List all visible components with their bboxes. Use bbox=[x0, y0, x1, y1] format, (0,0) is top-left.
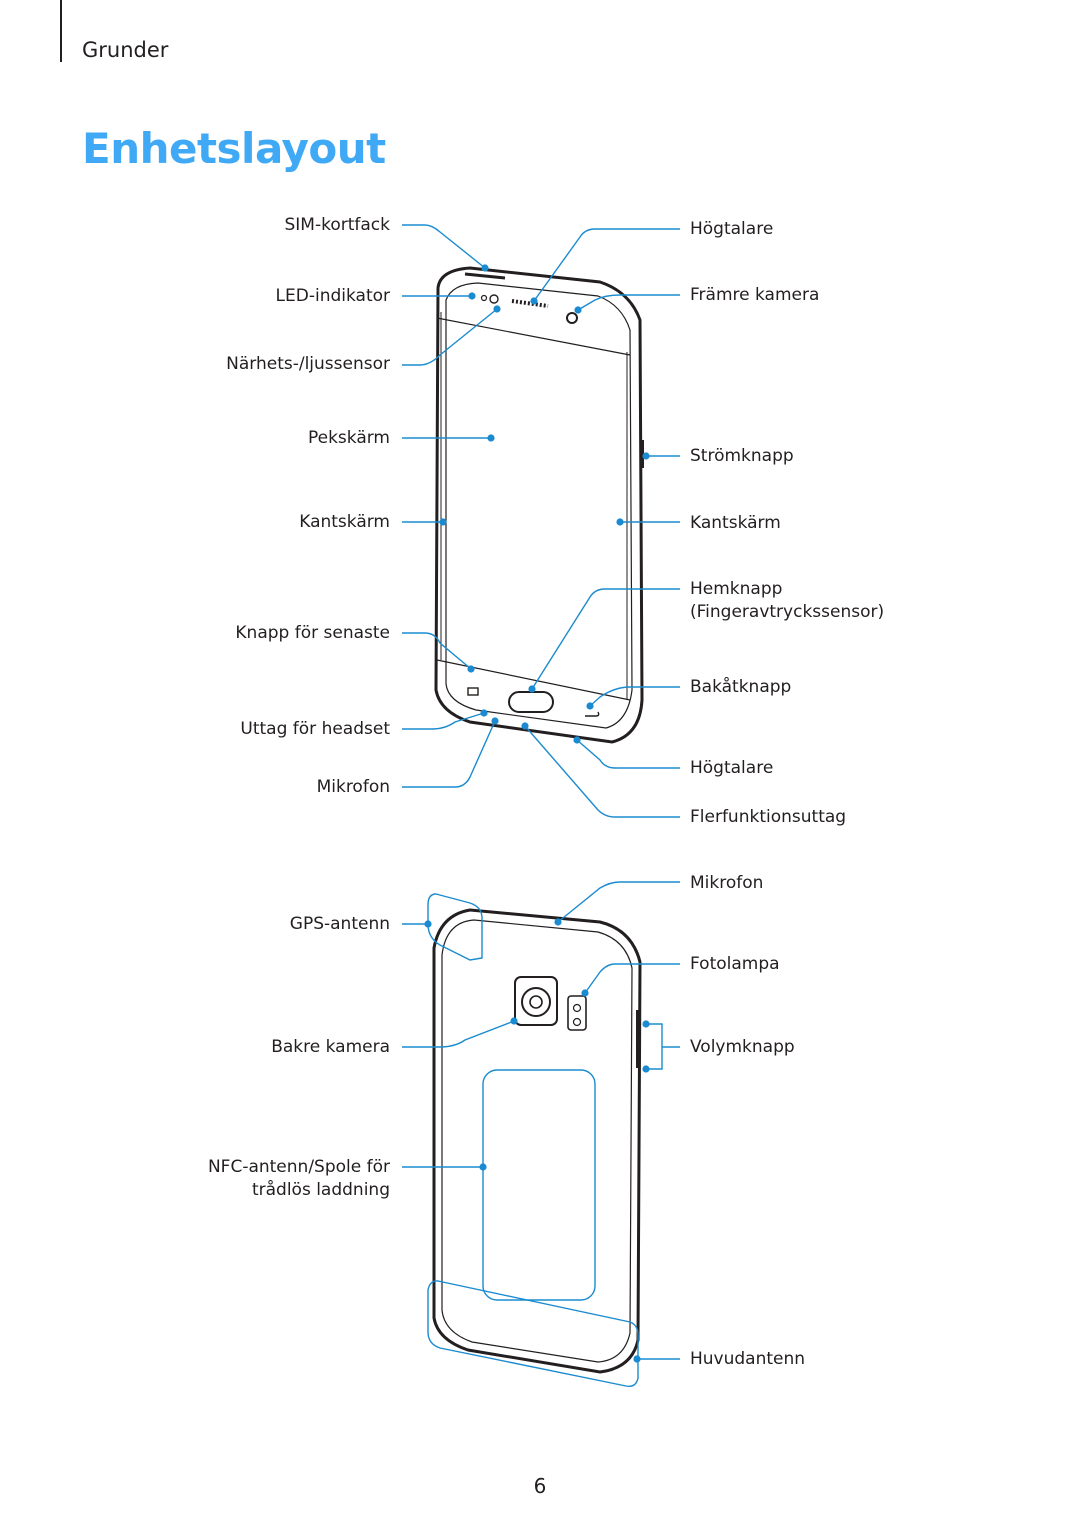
front-callout-dots bbox=[439, 264, 650, 744]
label-edge-screen-left: Kantskärm bbox=[299, 512, 390, 532]
label-recent-apps-button: Knapp för senaste bbox=[235, 623, 390, 643]
label-wireless-charging: trådlös laddning bbox=[251, 1180, 390, 1200]
label-fingerprint-sensor: (Fingeravtryckssensor) bbox=[690, 602, 885, 622]
label-speaker-top: Högtalare bbox=[690, 219, 774, 239]
label-back-button: Bakåtknapp bbox=[690, 677, 792, 697]
label-gps-antenna: GPS-antenn bbox=[289, 914, 390, 934]
label-microphone-front: Mikrofon bbox=[316, 777, 390, 797]
label-edge-screen-right: Kantskärm bbox=[690, 513, 781, 533]
label-volume-button: Volymknapp bbox=[690, 1037, 795, 1057]
label-headset-jack: Uttag för headset bbox=[240, 719, 390, 739]
label-rear-camera: Bakre kamera bbox=[271, 1037, 390, 1057]
label-microphone-back: Mikrofon bbox=[690, 873, 764, 893]
back-callouts bbox=[402, 881, 680, 1388]
label-multipurpose-jack: Flerfunktionsuttag bbox=[690, 807, 847, 827]
page-title: Enhetslayout bbox=[82, 124, 386, 173]
front-phone-illustration bbox=[434, 266, 644, 744]
label-sim-tray: SIM-kortfack bbox=[284, 215, 391, 235]
label-flash: Fotolampa bbox=[690, 954, 780, 974]
label-speaker-bottom: Högtalare bbox=[690, 758, 774, 778]
label-led-indicator: LED-indikator bbox=[275, 286, 390, 306]
label-proximity-sensor: Närhets-/ljussensor bbox=[226, 354, 390, 374]
label-main-antenna: Huvudantenn bbox=[690, 1349, 806, 1369]
section-name: Grunder bbox=[82, 38, 169, 62]
label-front-camera: Främre kamera bbox=[690, 285, 820, 305]
label-touchscreen: Pekskärm bbox=[307, 428, 390, 448]
label-nfc-antenna: NFC-antenn/Spole för bbox=[207, 1157, 390, 1177]
label-power-button: Strömknapp bbox=[690, 446, 794, 466]
section-rule bbox=[60, 0, 62, 62]
label-home-button: Hemknapp bbox=[690, 579, 783, 599]
back-callout-dots bbox=[424, 918, 650, 1363]
page-number: 6 bbox=[533, 1474, 547, 1498]
front-callouts bbox=[402, 224, 680, 818]
